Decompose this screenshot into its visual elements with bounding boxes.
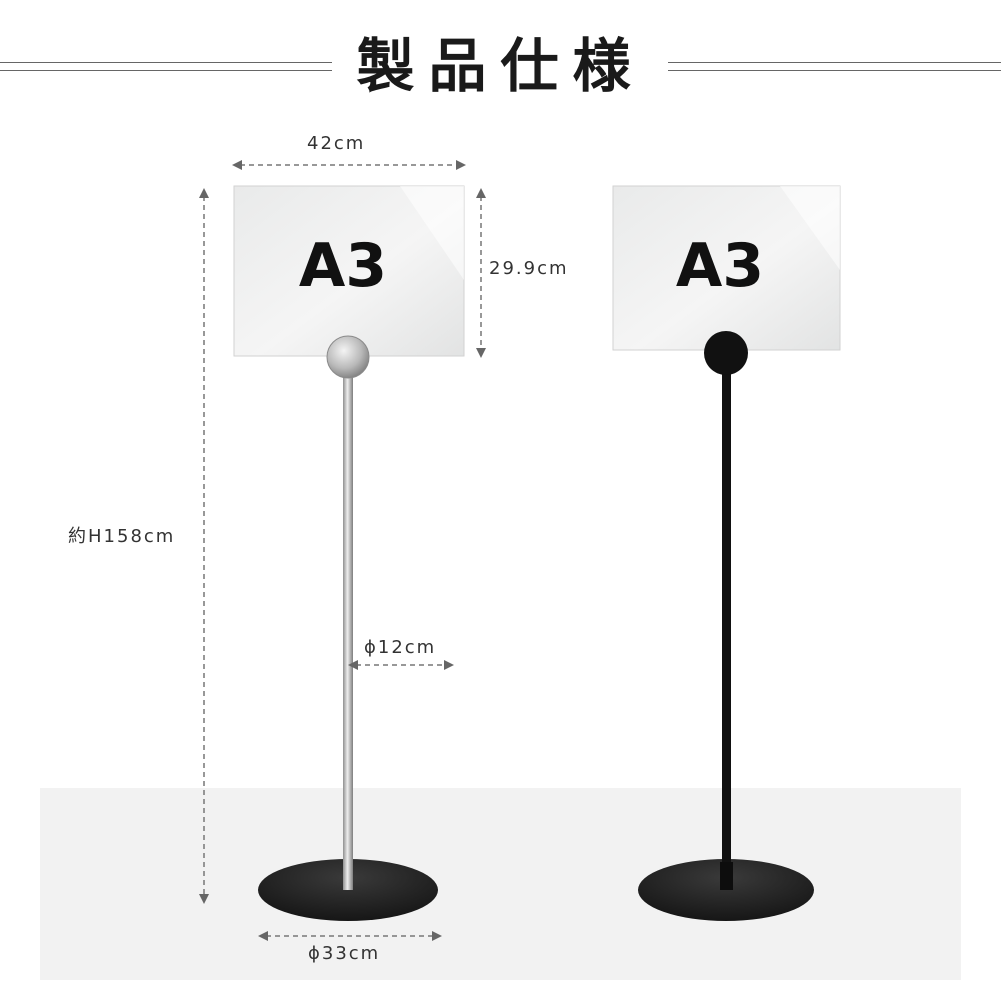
sign-label-left: A3: [299, 231, 387, 301]
arrow-right-icon: [432, 931, 442, 941]
dimension-width-label: 42cm: [307, 133, 366, 154]
silver-stand-knob: [326, 335, 370, 379]
silver-stand: [233, 185, 465, 921]
black-stand-pole: [722, 368, 731, 890]
dimension-total-height-label: 約H158cm: [68, 526, 176, 547]
arrow-up-icon: [199, 188, 209, 198]
arrow-left-icon: [348, 660, 358, 670]
silver-stand-pole: [343, 372, 353, 890]
arrow-up-icon: [476, 188, 486, 198]
black-stand: [612, 185, 841, 921]
title-rule-left: [0, 62, 332, 71]
arrow-left-icon: [258, 931, 268, 941]
arrow-down-icon: [476, 348, 486, 358]
page-title: 製品仕様: [356, 32, 645, 100]
arrow-left-icon: [232, 160, 242, 170]
dimension-pole-label: ϕ12cm: [364, 637, 437, 658]
dimension-panel-height-label: 29.9cm: [489, 258, 569, 279]
title-rule-right: [668, 62, 1001, 71]
arrow-right-icon: [456, 160, 466, 170]
black-stand-knob: [704, 331, 748, 375]
arrow-down-icon: [199, 894, 209, 904]
sign-label-right: A3: [676, 231, 764, 301]
arrow-right-icon: [444, 660, 454, 670]
dimension-base-label: ϕ33cm: [308, 943, 381, 964]
